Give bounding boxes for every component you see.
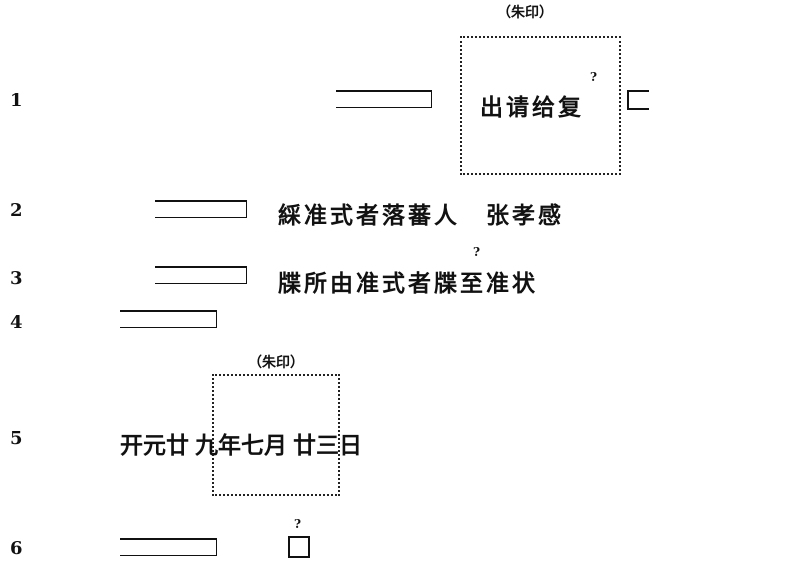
uncertain-mark: ?: [473, 245, 481, 259]
line-text: 出请给复: [480, 95, 584, 121]
line-number: 4: [10, 312, 23, 333]
line-text: 开元廿九年七月廿三日: [120, 426, 362, 460]
seal-box-2: [212, 374, 340, 496]
line-number: 1: [10, 90, 23, 111]
missing-char-box: [288, 536, 310, 558]
date-inside: 九年七月: [195, 433, 287, 459]
date-after: 廿三日: [293, 433, 362, 459]
uncertain-mark: ?: [294, 517, 302, 531]
line-number: 5: [10, 428, 23, 449]
blank-gap: [155, 266, 247, 284]
line-number: 3: [10, 268, 23, 289]
missing-char-bracket: [627, 90, 649, 110]
line-number: 6: [10, 538, 23, 559]
line-text: 綵准式者落蕃人 张孝感: [278, 203, 564, 229]
blank-gap: [336, 90, 432, 108]
date-before: 开元廿: [120, 433, 189, 459]
blank-gap: [120, 538, 217, 556]
blank-gap: [155, 200, 247, 218]
seal-box-1: [460, 36, 621, 175]
uncertain-mark: ?: [590, 70, 598, 84]
line-text: 牒所由准式者牒至准状: [278, 271, 538, 297]
line-number: 2: [10, 200, 23, 221]
blank-gap: [120, 310, 217, 328]
seal-label-1: （朱印）: [497, 5, 553, 21]
seal-label-2: （朱印）: [248, 355, 304, 371]
